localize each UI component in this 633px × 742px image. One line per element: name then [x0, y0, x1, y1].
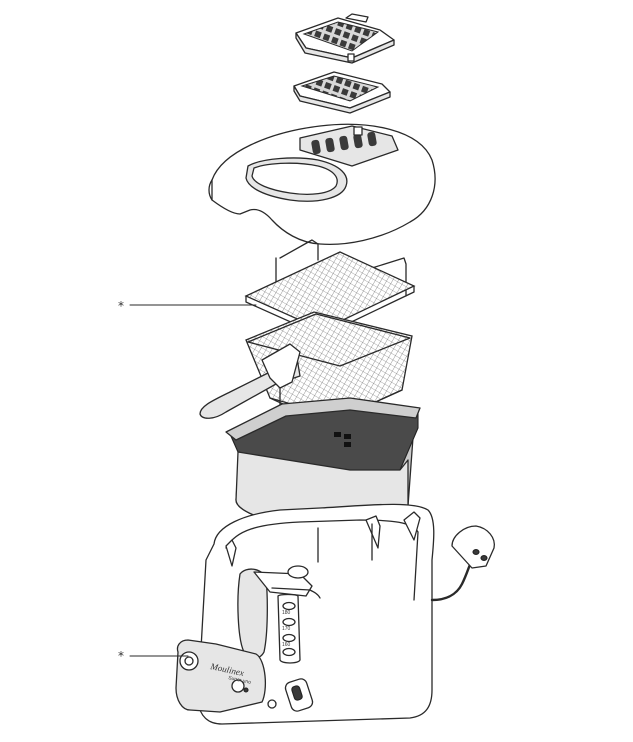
indicator-light — [267, 699, 277, 709]
filter-cover — [295, 13, 395, 64]
thermostat-knob[interactable] — [179, 651, 199, 671]
model-label: Super uno — [228, 675, 252, 686]
callout-control: * — [118, 649, 189, 663]
cooking-icon-list: 180 170 160 — [282, 601, 296, 657]
svg-text:160: 160 — [282, 642, 291, 648]
lid — [208, 123, 436, 246]
power-plug — [451, 525, 495, 569]
callout-basket: * — [118, 299, 257, 313]
svg-text:180: 180 — [282, 610, 291, 616]
filter-grid — [293, 71, 391, 114]
svg-text:170: 170 — [282, 626, 291, 632]
timer-knob[interactable] — [231, 679, 245, 693]
fryer-base: 180 170 160 Moulinex Super uno — [175, 503, 495, 725]
frying-basket — [199, 239, 416, 431]
callout-control-marker: * — [118, 649, 124, 663]
callout-basket-marker: * — [118, 299, 124, 313]
